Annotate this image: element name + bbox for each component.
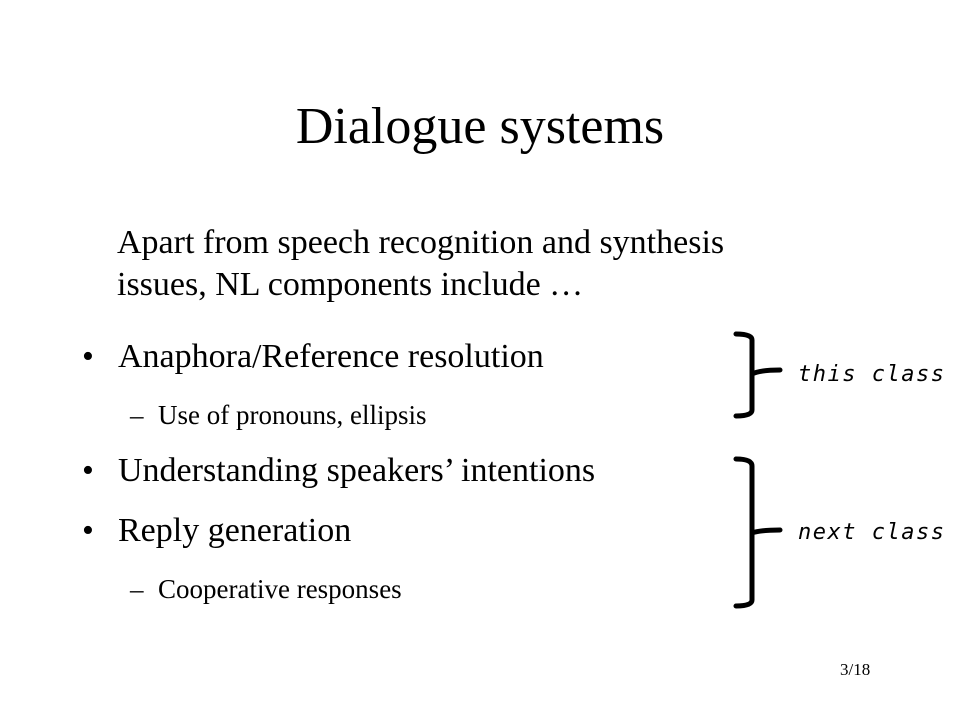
bracket-this-class-icon: [733, 331, 783, 419]
intro-line-2: issues, NL components include …: [117, 266, 584, 303]
bullet-item-anaphora: • Anaphora/Reference resolution: [82, 336, 544, 378]
dash-marker: –: [130, 574, 144, 604]
intro-paragraph: Apart from speech recognition and synthe…: [117, 222, 887, 306]
sub-item-pronouns: –Use of pronouns, ellipsis: [130, 398, 426, 432]
dash-marker: –: [130, 400, 144, 430]
annotation-next-class: next class: [798, 520, 946, 545]
bullet-marker: •: [82, 452, 94, 489]
intro-line-1: Apart from speech recognition and synthe…: [117, 224, 725, 261]
sub-item-cooperative: –Cooperative responses: [130, 572, 402, 606]
bullet-text: Anaphora/Reference resolution: [118, 338, 544, 375]
bullet-marker: •: [82, 338, 94, 375]
bullet-text: Reply generation: [118, 512, 352, 549]
bracket-next-class-icon: [733, 456, 783, 609]
slide-title: Dialogue systems: [295, 98, 665, 155]
bullet-item-intentions: • Understanding speakers’ intentions: [82, 450, 595, 492]
bullet-item-reply: • Reply generation: [82, 510, 351, 552]
sub-item-text: Use of pronouns, ellipsis: [158, 400, 427, 430]
page-number: 3/18: [840, 660, 871, 679]
sub-item-text: Cooperative responses: [158, 574, 402, 604]
bullet-marker: •: [82, 512, 94, 549]
bullet-text: Understanding speakers’ intentions: [118, 452, 596, 489]
annotation-this-class: this class: [798, 362, 946, 387]
